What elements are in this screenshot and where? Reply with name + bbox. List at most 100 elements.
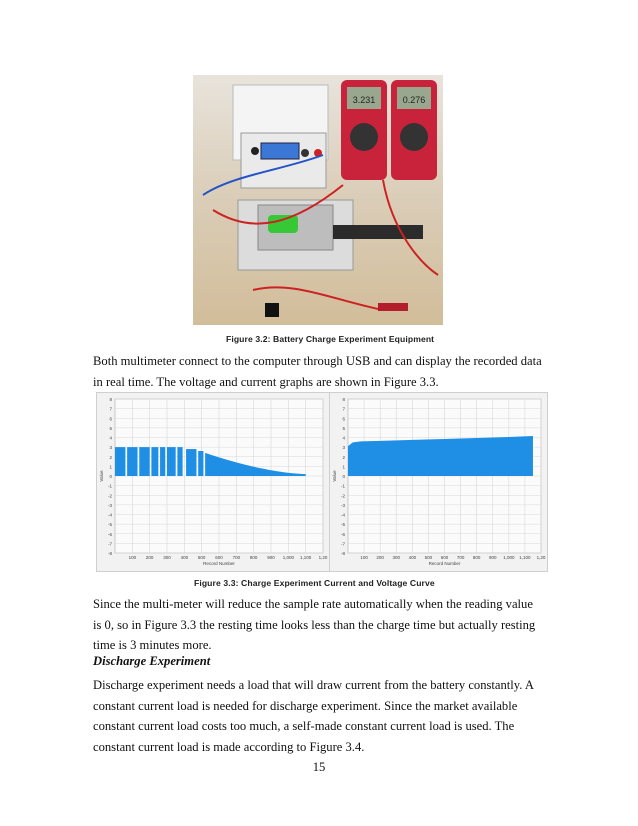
x-tick-label: 800	[473, 555, 481, 560]
y-tick-label: -4	[341, 513, 345, 518]
current-decay-area	[205, 452, 306, 476]
power-supply-front	[240, 132, 327, 189]
multimeter-right-screen	[397, 87, 431, 109]
x-tick-label: 1,000	[503, 555, 515, 560]
y-axis-label: Value	[99, 470, 104, 482]
y-tick-label: -5	[108, 522, 112, 527]
y-tick-label: -7	[108, 541, 112, 546]
y-tick-label: 7	[109, 407, 112, 412]
x-tick-label: 400	[409, 555, 417, 560]
multimeter-left-reading: 3.231	[353, 95, 376, 105]
y-tick-label: 6	[342, 416, 345, 421]
x-tick-label: 700	[457, 555, 465, 560]
y-tick-label: -6	[108, 532, 112, 537]
x-tick-label: 900	[489, 555, 497, 560]
y-tick-label: 6	[109, 416, 112, 421]
power-supply-display	[260, 142, 300, 160]
current-pulse-bar	[127, 447, 138, 476]
x-tick-label: 100	[360, 555, 368, 560]
x-tick-label: 1,000	[283, 555, 295, 560]
y-tick-label: 0	[109, 474, 112, 479]
wire-red	[252, 286, 384, 311]
voltage-area	[348, 436, 533, 476]
paragraph-line: constant current load costs too much, a …	[93, 719, 515, 733]
x-tick-label: 100	[129, 555, 137, 560]
y-axis-label: Value	[332, 470, 337, 482]
x-tick-label: 300	[163, 555, 171, 560]
y-tick-label: 8	[342, 397, 345, 402]
y-tick-label: -1	[341, 484, 345, 489]
y-tick-label: 2	[109, 455, 112, 460]
y-tick-label: -3	[341, 503, 345, 508]
x-tick-label: 200	[146, 555, 154, 560]
y-tick-label: 5	[109, 426, 112, 431]
x-tick-label: 1,20	[319, 555, 328, 560]
current-pulse-bar	[115, 447, 126, 476]
y-tick-label: -5	[341, 522, 345, 527]
y-tick-label: 3	[109, 445, 112, 450]
current-pulse-bar	[139, 447, 150, 476]
x-tick-label: 1,100	[300, 555, 312, 560]
y-tick-label: -6	[341, 532, 345, 537]
y-tick-label: -8	[108, 551, 112, 556]
x-tick-label: 500	[425, 555, 433, 560]
wire-red	[212, 184, 344, 225]
y-tick-label: -2	[341, 493, 345, 498]
dial-icon	[350, 123, 378, 151]
x-tick-label: 800	[250, 555, 258, 560]
current-pulse-bar	[151, 447, 159, 476]
x-tick-label: 700	[233, 555, 241, 560]
paragraph-line: Both multimeter connect to the computer …	[93, 354, 542, 368]
y-tick-label: 1	[342, 464, 345, 469]
x-tick-label: 300	[392, 555, 400, 560]
power-knob-icon	[301, 149, 309, 157]
y-tick-label: -3	[108, 503, 112, 508]
paragraph-line: is 0, so in Figure 3.3 the resting time …	[93, 617, 536, 632]
paragraph: Both multimeter connect to the computer …	[93, 351, 545, 392]
current-pulse-bar	[160, 447, 166, 476]
alligator-clip-icon	[378, 303, 408, 311]
current-pulse-bar	[186, 449, 197, 476]
wire-blue	[202, 154, 324, 196]
x-tick-label: 600	[215, 555, 223, 560]
paragraph-line: Discharge experiment needs a load that w…	[93, 678, 534, 692]
multimeter-left-screen	[347, 87, 381, 109]
current-pulse-bar	[198, 450, 204, 476]
y-tick-label: 4	[342, 436, 345, 441]
y-tick-label: 2	[342, 455, 345, 460]
current-chart: 8 7 6 5 4 3 2 1 0 -1 -2 -3 -4 -5 -6 -7 -8 100 200 300 400 500…	[96, 392, 330, 572]
y-tick-label: -7	[341, 541, 345, 546]
battery-icon	[268, 215, 298, 233]
paragraph-line: constant current load is needed for disc…	[93, 698, 518, 713]
y-tick-label: -2	[108, 493, 112, 498]
multimeter-right-reading: 0.276	[403, 95, 426, 105]
y-tick-label: 8	[109, 397, 112, 402]
y-tick-label: 3	[342, 445, 345, 450]
y-tick-label: 4	[109, 436, 112, 441]
paragraph: Discharge experiment needs a load that w…	[93, 675, 545, 757]
figure-caption: Figure 3.2: Battery Charge Experiment Eq…	[226, 334, 435, 344]
page-number: 15	[312, 760, 326, 774]
x-tick-label: 200	[376, 555, 384, 560]
y-tick-label: 1	[109, 464, 112, 469]
x-tick-label: 400	[181, 555, 189, 560]
paragraph: Since the multi-meter will reduce the sa…	[93, 594, 545, 656]
power-knob-icon	[251, 147, 259, 155]
x-tick-label: 600	[441, 555, 449, 560]
y-tick-label: -1	[108, 484, 112, 489]
y-tick-label: -4	[108, 513, 112, 518]
x-tick-label: 500	[198, 555, 206, 560]
current-pulse-bar	[177, 447, 183, 476]
power-terminal-icon	[314, 149, 322, 157]
y-tick-label: 0	[342, 474, 345, 479]
equipment-photo: 3.231 0.276	[193, 75, 443, 325]
x-axis-label: Record Number	[203, 561, 235, 566]
equipment-illustration: 3.231 0.276	[202, 80, 439, 317]
current-chart-svg: 8 7 6 5 4 3 2 1 0 -1 -2 -3 -4 -5 -6 -7 -8 100 200 300 400 500…	[99, 397, 328, 566]
paragraph-line: Since the multi-meter will reduce the sa…	[93, 597, 533, 611]
current-pulse-bar	[167, 447, 176, 476]
x-axis-label: Record Number	[429, 561, 461, 566]
vise-handle	[333, 225, 423, 239]
